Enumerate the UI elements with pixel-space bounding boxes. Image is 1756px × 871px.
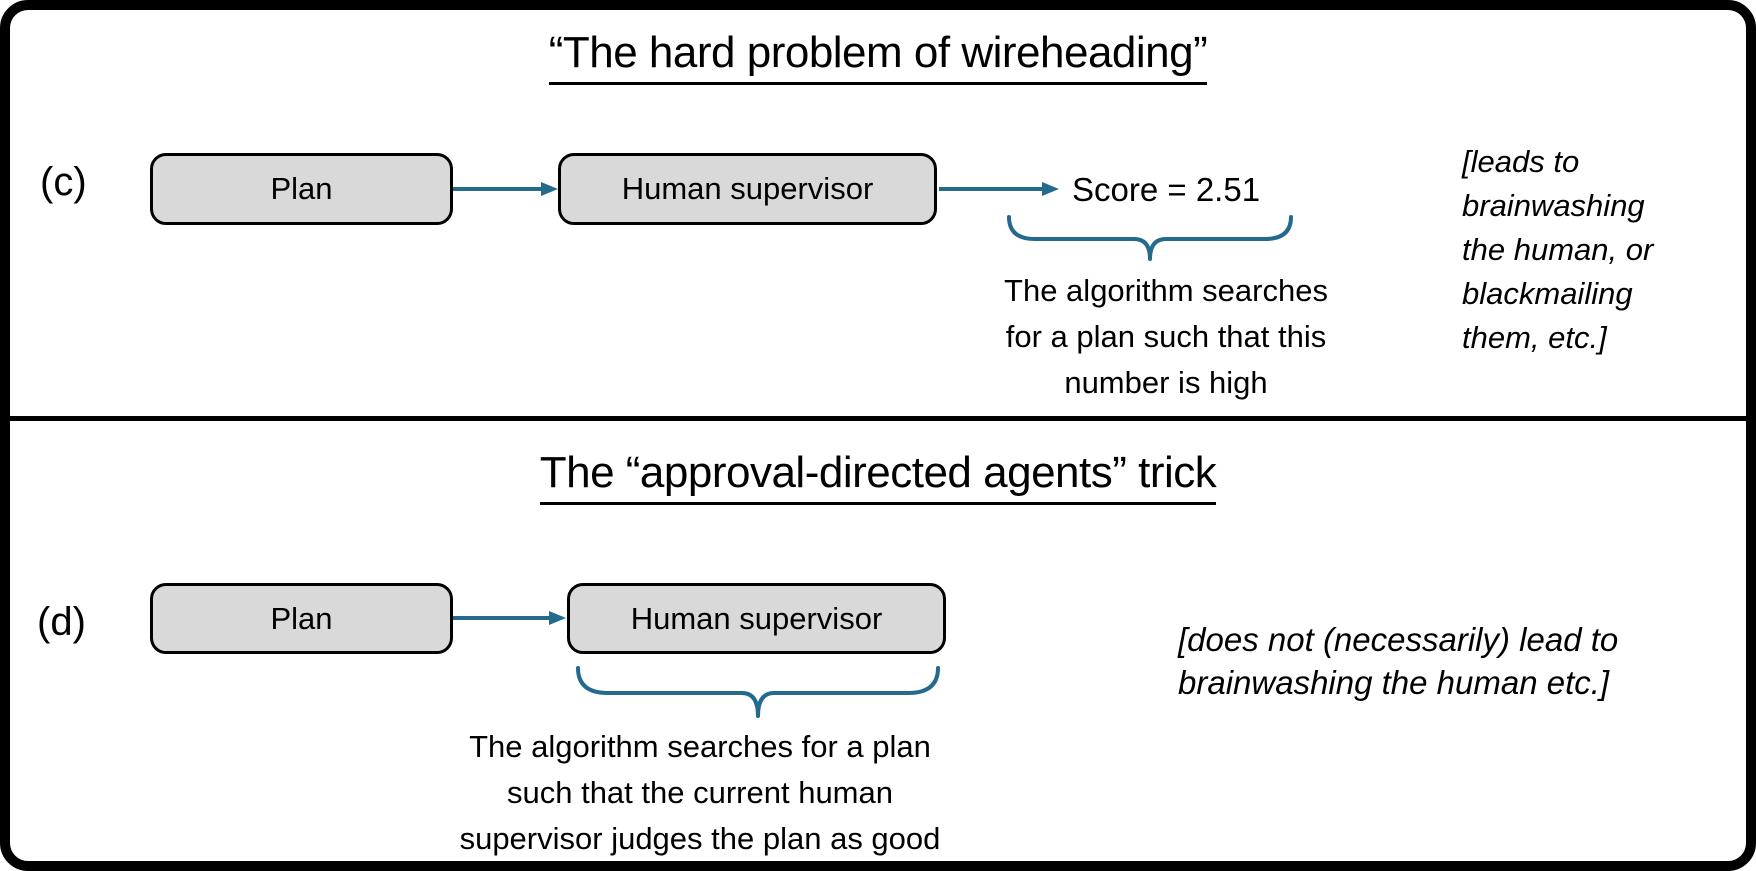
plan-box-d-label: Plan xyxy=(270,600,333,636)
section-divider xyxy=(10,416,1746,421)
underbrace-score-c xyxy=(1007,215,1293,261)
supervisor-box-c: Human supervisor xyxy=(558,153,937,225)
section-d-title-text: The “approval-directed agents” trick xyxy=(539,448,1217,505)
caption-c-line: The algorithm searches xyxy=(1004,273,1328,308)
arrow-supervisor-to-score-c xyxy=(939,182,1059,196)
caption-d: The algorithm searches for a plan such t… xyxy=(430,724,970,861)
aside-note-c-line: them, etc.] xyxy=(1462,320,1607,355)
caption-d-line: such that the current human xyxy=(506,775,893,810)
score-value-c: Score = 2.51 xyxy=(1072,171,1261,208)
aside-note-d-line: [does not (necessarily) lead to xyxy=(1178,621,1619,658)
underbrace-supervisor-d xyxy=(576,666,940,718)
plan-box-c: Plan xyxy=(150,153,453,225)
aside-note-c-line: brainwashing xyxy=(1462,188,1645,223)
aside-note-c-line: [leads to xyxy=(1462,144,1580,179)
plan-box-c-label: Plan xyxy=(270,171,333,206)
arrow-plan-to-supervisor-d xyxy=(453,611,566,625)
supervisor-box-c-label: Human supervisor xyxy=(621,171,874,206)
panel-label-d: (d) xyxy=(37,600,86,644)
aside-note-c-line: the human, or xyxy=(1462,232,1654,267)
supervisor-box-d: Human supervisor xyxy=(567,583,946,654)
caption-c-line: number is high xyxy=(1064,365,1268,400)
caption-d-line: supervisor judges the plan as good xyxy=(459,821,941,856)
section-c-title-text: “The hard problem of wireheading” xyxy=(548,28,1208,85)
aside-note-c-line: blackmailing xyxy=(1462,276,1633,311)
aside-note-d: [does not (necessarily) lead to brainwas… xyxy=(1178,618,1618,704)
caption-c: The algorithm searches for a plan such t… xyxy=(940,268,1392,406)
section-d-title: The “approval-directed agents” trick xyxy=(10,448,1746,505)
plan-box-d: Plan xyxy=(150,583,453,654)
panel-label-c: (c) xyxy=(40,160,87,204)
supervisor-box-d-label: Human supervisor xyxy=(630,600,883,636)
arrow-plan-to-supervisor-c xyxy=(453,182,558,196)
caption-d-line: The algorithm searches for a plan xyxy=(469,729,931,764)
caption-c-line: for a plan such that this xyxy=(1005,319,1327,354)
section-c-title: “The hard problem of wireheading” xyxy=(10,28,1746,85)
aside-note-d-line: brainwashing the human etc.] xyxy=(1178,664,1610,701)
aside-note-c: [leads to brainwashing the human, or bla… xyxy=(1462,140,1653,360)
